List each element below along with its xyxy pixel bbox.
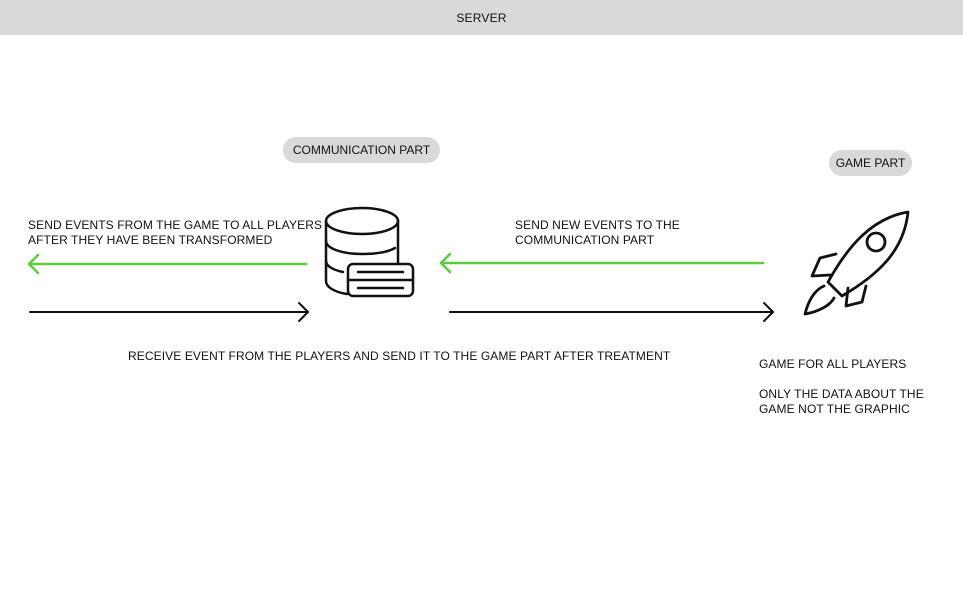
game-part-label: GAME PART	[829, 150, 912, 176]
communication-part-label: COMMUNICATION PART	[283, 137, 440, 163]
arrow-to-communication	[439, 252, 765, 274]
server-header: SERVER	[0, 0, 963, 35]
arrow-to-players	[27, 253, 308, 275]
send-new-events-label: SEND NEW EVENTS TO THE COMMUNICATION PAR…	[515, 218, 680, 247]
arrow-from-players	[29, 302, 309, 322]
receive-event-label: RECEIVE EVENT FROM THE PLAYERS AND SEND …	[128, 349, 671, 363]
send-events-to-players-label: SEND EVENTS FROM THE GAME TO ALL PLAYERS…	[28, 218, 323, 247]
server-title: SERVER	[456, 10, 507, 25]
database-server-icon	[324, 206, 415, 298]
game-for-all-players-note: GAME FOR ALL PLAYERS	[759, 357, 907, 371]
rocket-icon	[803, 210, 910, 316]
data-only-note: ONLY THE DATA ABOUT THE GAME NOT THE GRA…	[759, 387, 924, 416]
arrow-to-game	[449, 302, 774, 322]
